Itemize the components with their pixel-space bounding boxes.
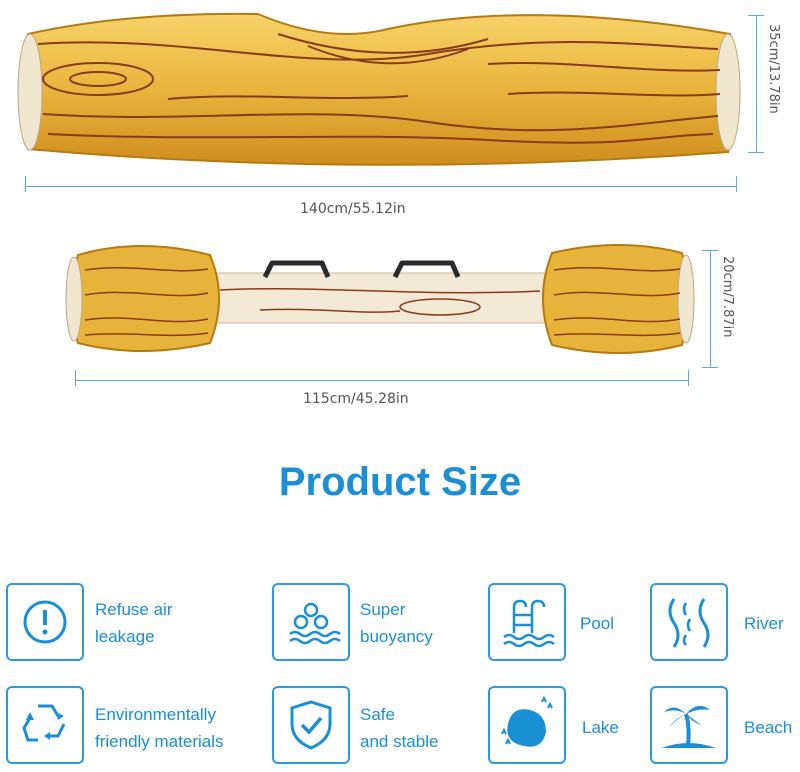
exclamation-circle-icon (6, 583, 84, 661)
bar-height-label: 20cm/7.87in (720, 256, 735, 338)
feature-label-lake: Lake (582, 718, 619, 737)
inflatable-bar-image (65, 244, 695, 354)
log-length-line (25, 186, 737, 187)
feature-label-beach: Beach (744, 718, 793, 737)
inflatable-log-image (17, 12, 741, 166)
log-length-tick-left (25, 176, 26, 192)
log-height-tick-top (748, 15, 764, 16)
shield-check-icon (272, 686, 350, 764)
log-height-line (756, 15, 757, 153)
bar-height-tick-top (702, 250, 718, 251)
feature-label-river: River (744, 614, 784, 633)
pool-ladder-icon (488, 583, 566, 661)
feature-label-pool: Pool (580, 614, 615, 633)
lake-icon (488, 686, 566, 764)
bar-length-tick-left (75, 370, 76, 386)
log-height-label: 35cm/13.78in (766, 24, 781, 114)
palm-beach-icon (650, 686, 728, 764)
river-waves-icon (650, 583, 728, 661)
page-title: Product Size (278, 460, 522, 504)
log-length-tick-right (736, 176, 737, 192)
bar-length-line (75, 380, 688, 381)
log-length-label: 140cm/55.12in (300, 201, 406, 217)
bar-height-tick-bottom (702, 367, 718, 368)
bar-length-label: 115cm/45.28in (303, 391, 409, 407)
bar-length-tick-right (688, 370, 689, 386)
recycle-icon (6, 686, 84, 764)
bar-height-line (710, 250, 711, 368)
floating-balls-icon (272, 583, 350, 661)
log-height-tick-bottom (748, 152, 764, 153)
